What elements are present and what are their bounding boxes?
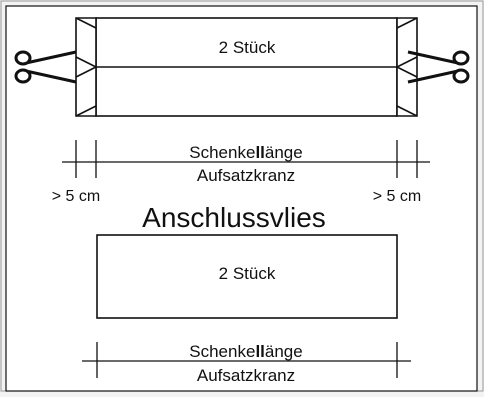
scissors-icon bbox=[407, 50, 470, 84]
right-overhang-label: > 5 cm bbox=[373, 188, 421, 205]
bottom-dimension bbox=[82, 342, 411, 378]
bottom-panel-count: 2 Stück bbox=[219, 264, 276, 283]
left-flap-notch bbox=[75, 56, 98, 78]
left-overhang-label: > 5 cm bbox=[52, 188, 100, 205]
left-flap bbox=[75, 17, 97, 117]
bottom-length-label: Schenkellänge bbox=[189, 342, 302, 361]
top-strip-count: 2 Stück bbox=[219, 38, 276, 57]
top-dimension bbox=[62, 140, 430, 178]
top-strip bbox=[75, 17, 418, 117]
bottom-sub-label: Aufsatzkranz bbox=[197, 366, 295, 385]
right-flap-edge-top bbox=[396, 17, 418, 29]
right-flap bbox=[396, 17, 418, 117]
scissors-icon bbox=[14, 50, 77, 84]
top-sub-label: Aufsatzkranz bbox=[197, 166, 295, 185]
left-flap-edge-top bbox=[75, 17, 97, 29]
right-flap-notch bbox=[395, 56, 418, 78]
top-length-label: Schenkellänge bbox=[189, 143, 302, 162]
right-flap-edge-bottom bbox=[396, 105, 418, 117]
bottom-panel bbox=[96, 234, 398, 319]
left-flap-edge-bottom bbox=[75, 105, 97, 117]
section-title: Anschlussvlies bbox=[142, 202, 326, 233]
